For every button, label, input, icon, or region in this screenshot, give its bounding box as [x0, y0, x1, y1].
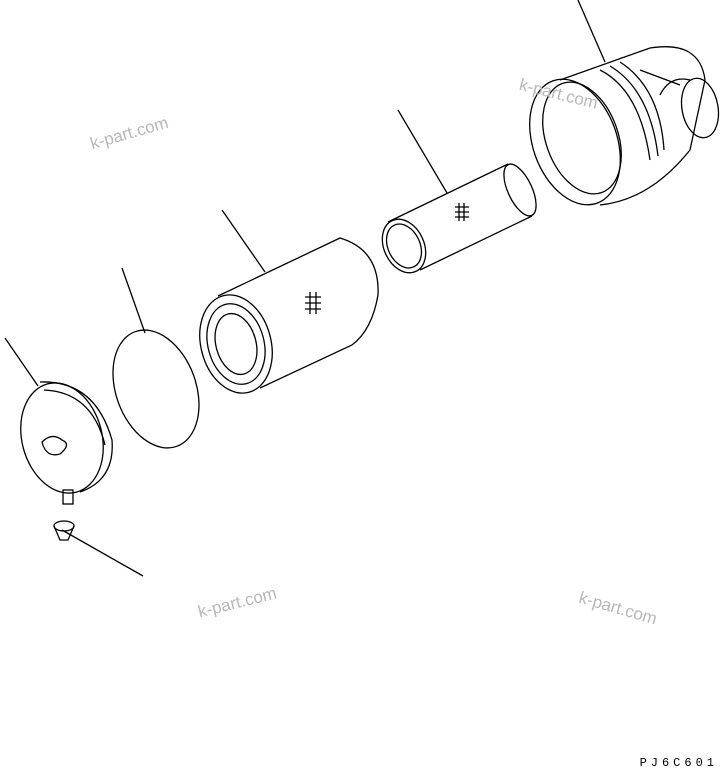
outer-element [199, 237, 379, 394]
cover [20, 381, 113, 505]
gasket [112, 329, 200, 449]
drawing-code: PJ6C601 [639, 756, 718, 770]
valve [53, 520, 75, 541]
leader-lines [4, 0, 606, 577]
inner-element [381, 163, 537, 274]
housing [529, 46, 720, 206]
